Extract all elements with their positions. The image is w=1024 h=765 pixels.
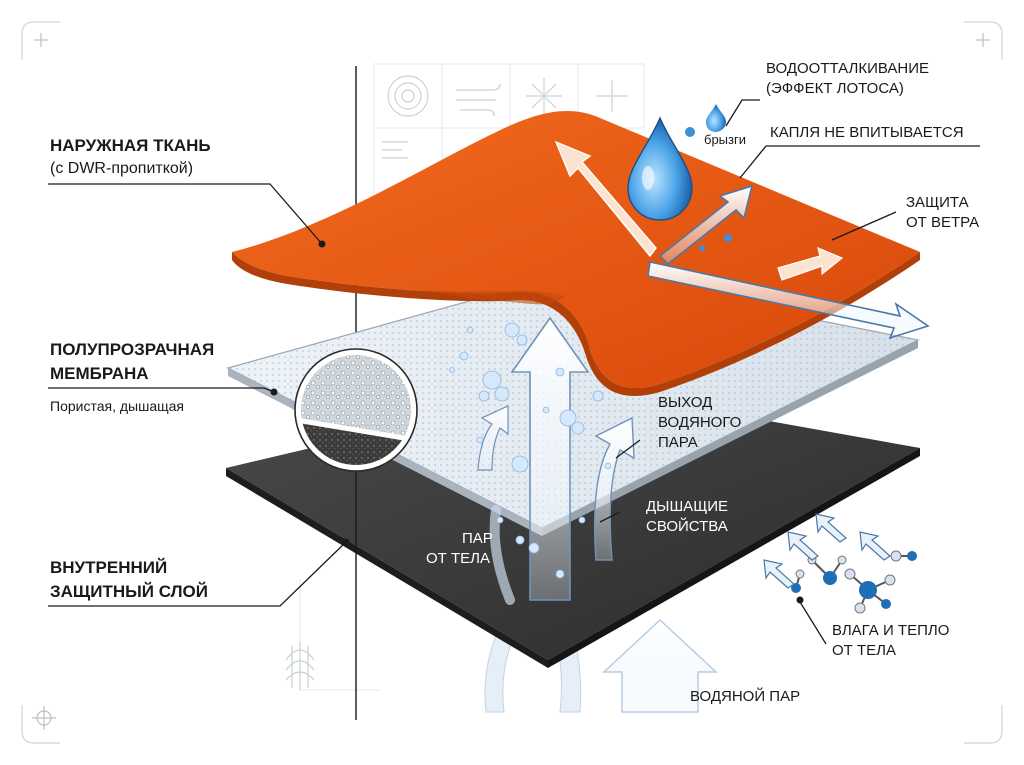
- outer-layer-title: НАРУЖНАЯ ТКАНЬ: [50, 136, 211, 155]
- wind-arrow: [647, 246, 930, 340]
- wind-label-line1: ЗАЩИТА: [906, 194, 969, 211]
- heat-arrows: [763, 513, 891, 589]
- field-lines-icon: [285, 642, 315, 690]
- body-vapor-line1: ПАР: [462, 530, 493, 547]
- membrane-title-line1: ПОЛУПРОЗРАЧНАЯ: [50, 340, 215, 359]
- molecule-icon: [791, 550, 917, 614]
- repel-label-line2: (ЭФФЕКТ ЛОТОСА): [766, 80, 904, 97]
- water-drop-icon: [627, 104, 732, 251]
- splashes-label: брызги: [704, 132, 746, 147]
- moisture-heat-line2: ОТ ТЕЛА: [832, 642, 897, 659]
- moisture-heat-line1: ВЛАГА И ТЕПЛО: [832, 622, 950, 639]
- breathable-line1: ДЫШАЩИЕ: [646, 498, 729, 515]
- plus-icon: [596, 80, 628, 112]
- vapor-out-line3: ПАРА: [658, 434, 698, 451]
- drop-arrows: [554, 140, 754, 266]
- sparkle-icon: [526, 78, 562, 114]
- frame-corners: [21, 21, 1003, 744]
- inner-layer-title-line1: ВНУТРЕННИЙ: [50, 558, 168, 577]
- crosshair-icon: [32, 706, 56, 730]
- breathable-line2: СВОЙСТВА: [646, 518, 728, 535]
- vapor-arrows-center: [477, 316, 635, 605]
- leader-lines: [48, 99, 980, 645]
- vapor-out-line1: ВЫХОД: [658, 394, 713, 411]
- membrane-subtitle: Пористая, дышащая: [50, 398, 184, 414]
- drop-label: КАПЛЯ НЕ ВПИТЫВАЕТСЯ: [770, 124, 964, 141]
- magnifier-lens: [294, 348, 418, 472]
- outer-layer-subtitle: (с DWR-пропиткой): [50, 160, 194, 177]
- water-vapor-label: ВОДЯНОЙ ПАР: [690, 688, 801, 705]
- vapor-out-line2: ВОДЯНОГО: [658, 414, 742, 431]
- outer-layer: [232, 110, 920, 396]
- target-rings-icon: [387, 75, 429, 117]
- leader-dots: [270, 240, 804, 604]
- plus-icon: [34, 33, 990, 47]
- membrane-title-line2: МЕМБРАНА: [50, 364, 149, 383]
- wind-icon: [456, 83, 501, 117]
- inner-layer-title-line2: ЗАЩИТНЫЙ СЛОЙ: [50, 582, 208, 601]
- wind-label-line2: ОТ ВЕТРА: [906, 214, 980, 231]
- body-vapor-line2: ОТ ТЕЛА: [426, 550, 491, 567]
- text-lines-icon: [382, 141, 408, 159]
- vapor-bubbles: [449, 322, 612, 579]
- repel-label-line1: ВОДООТТАЛКИВАНИЕ: [766, 60, 929, 77]
